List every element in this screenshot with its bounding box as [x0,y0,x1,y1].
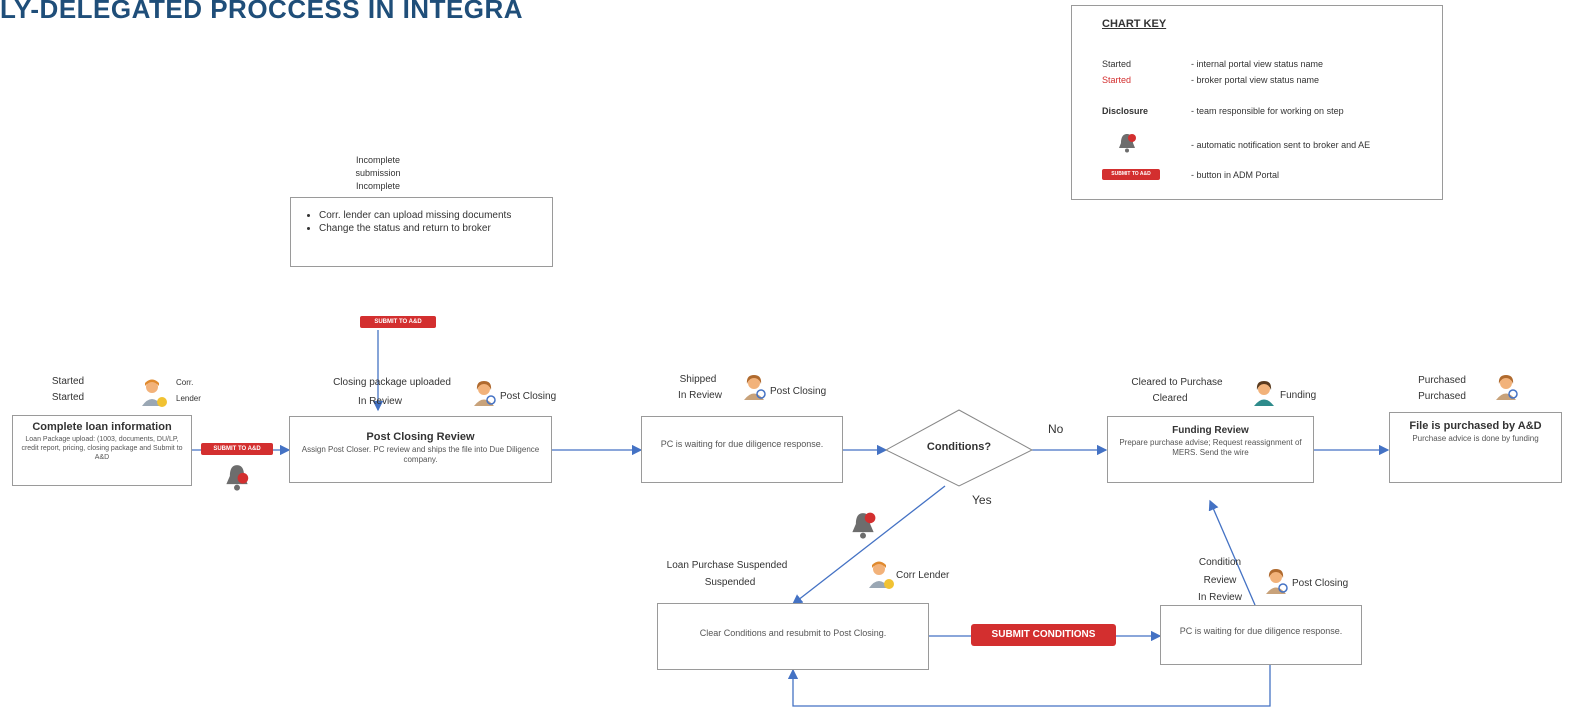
step1-box: Complete loan information Loan Package u… [12,415,192,486]
page-title: LY-DELEGATED PROCCESS IN INTEGRA [0,0,524,24]
suspended-status-internal: Loan Purchase Suspended [666,560,788,571]
post-closing-avatar-icon [742,374,766,405]
corr-lender-avatar-icon [140,378,168,413]
decision-yes-label: Yes [972,493,992,507]
key-term-broker: Started [1102,75,1132,85]
step5-desc: Purchase advice is done by funding [1412,434,1539,443]
suspended-team: Corr Lender [896,570,950,581]
step2-desc: Assign Post Closer. PC review and ships … [301,445,540,464]
funding-avatar-icon [1252,380,1276,411]
submit-conditions-button[interactable]: SUBMIT CONDITIONS [971,624,1116,646]
key-desc-team: - team responsible for working on step [1191,106,1344,116]
step2-title: Post Closing Review [366,431,475,443]
decision-label: Conditions? [926,441,992,453]
arrow-condreview-to-funding [1208,499,1256,606]
step4-box: Funding Review Prepare purchase advise; … [1107,416,1314,483]
post-closing-avatar-icon [472,380,496,411]
step1-status-broker: Started [51,392,85,403]
arrow-condreview-loop-back [787,665,1271,707]
step4-team: Funding [1280,390,1317,401]
step3-status-broker: In Review [678,390,722,401]
arrow-decision-to-suspended [791,485,946,605]
step3-box: PC is waiting for due diligence response… [641,416,843,483]
key-desc-broker: - broker portal view status name [1191,75,1320,85]
condreview-status-internal-1: Condition [1198,557,1242,568]
condreview-team: Post Closing [1292,578,1349,589]
step5-title: File is purchased by A&D [1409,420,1542,432]
step1-title: Complete loan information [32,421,172,433]
key-term-team: Disclosure [1102,106,1149,116]
step5-box: File is purchased by A&D Purchase advice… [1389,412,1562,483]
key-desc-internal: - internal portal view status name [1191,59,1324,69]
step2-status-broker: In Review [358,396,402,407]
bell-icon [224,461,250,498]
condreview-status-internal-2: Review [1203,575,1237,586]
step4-status-internal: Cleared to Purchase [1131,377,1223,388]
key-submit-button: SUBMIT TO A&D [1102,169,1160,180]
suspended-box: Clear Conditions and resubmit to Post Cl… [657,603,929,670]
step2-status-internal: Closing package uploaded [333,377,451,388]
condreview-box: PC is waiting for due diligence response… [1160,605,1362,665]
decision-no-label: No [1048,422,1064,436]
incomplete-status-internal-1: Incomplete [355,155,401,165]
condreview-status-broker: In Review [1198,592,1242,603]
chart-key: CHART KEY Started - internal portal view… [1071,5,1443,200]
incomplete-bullet-2: Change the status and return to broker [319,223,552,234]
incomplete-box: Corr. lender can upload missing document… [290,197,553,267]
step4-desc: Prepare purchase advise; Request reassig… [1119,438,1302,457]
step5-status-broker: Purchased [1418,391,1466,402]
suspended-status-broker: Suspended [704,577,756,588]
corr-lender-avatar-icon [867,560,895,595]
decision-diamond [884,409,1034,487]
step1-desc: Loan Package upload: (1003, documents, D… [21,436,183,461]
chart-key-title: CHART KEY [1102,18,1167,30]
step3-status-internal: Shipped [679,374,717,385]
step1-submit-button[interactable]: SUBMIT TO A&D [201,443,273,455]
step5-status-internal: Purchased [1418,375,1466,386]
step4-title: Funding Review [1172,425,1249,436]
incomplete-submit-button[interactable]: SUBMIT TO A&D [360,316,436,328]
step2-box: Post Closing Review Assign Post Closer. … [289,416,552,483]
step4-status-broker: Cleared [1152,393,1188,404]
step2-team: Post Closing [500,391,557,402]
step3-team: Post Closing [770,386,827,397]
step1-status-internal: Started [51,376,85,387]
key-desc-button: - button in ADM Portal [1191,170,1280,180]
suspended-desc: Clear Conditions and resubmit to Post Cl… [699,628,887,638]
step1-team-2: Lender [176,394,201,403]
incomplete-bullet-1: Corr. lender can upload missing document… [319,210,552,221]
bell-icon [850,509,876,546]
bell-icon [1116,132,1138,156]
incomplete-status-broker: Incomplete [355,181,401,191]
step3-desc: PC is waiting for due diligence response… [660,439,824,449]
post-closing-avatar-icon [1264,568,1288,599]
incomplete-bullets: Corr. lender can upload missing document… [291,210,552,234]
step1-team-1: Corr. [176,378,194,387]
condreview-desc: PC is waiting for due diligence response… [1179,626,1343,636]
key-term-internal: Started [1102,59,1132,69]
key-desc-bell: - automatic notification sent to broker … [1191,140,1371,150]
purchased-avatar-icon [1494,374,1518,405]
incomplete-status-internal-2: submission [355,168,401,178]
